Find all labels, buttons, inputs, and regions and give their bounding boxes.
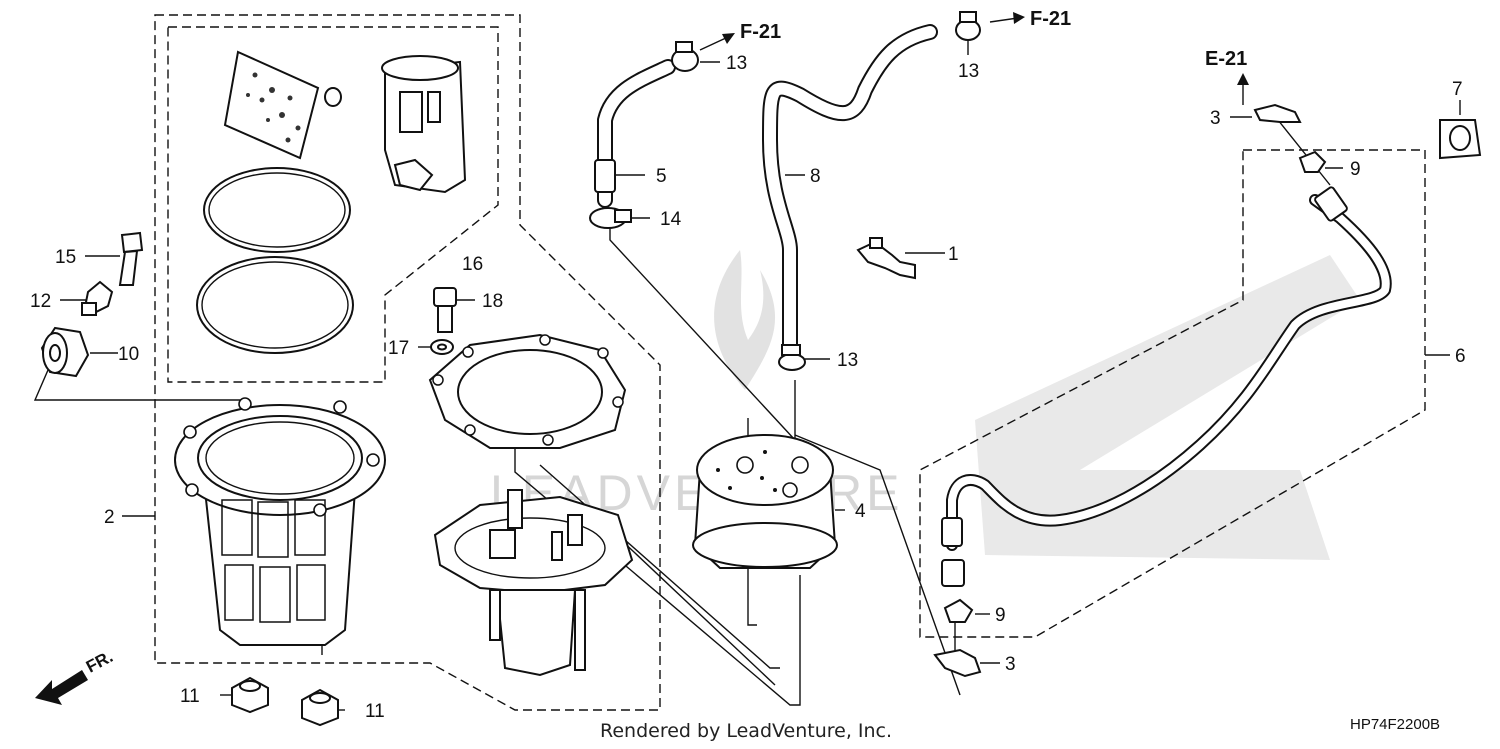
flame-logo-mark (714, 250, 776, 390)
part-7-grommet (1439, 119, 1482, 160)
part-13-clamp-top-right (955, 11, 981, 41)
part-15-bolt (118, 231, 144, 286)
callout-labels: 1 2 3 3 4 5 6 7 8 9 9 10 11 11 12 13 13 … (30, 53, 1466, 722)
part-8-hose (762, 24, 938, 353)
group-outline-main (154, 14, 661, 711)
group-outlines (154, 14, 1426, 711)
diagram-code: HP74F2200B (1350, 716, 1440, 733)
callout-11-right: 11 (365, 701, 385, 722)
part-18-bolt (433, 287, 457, 333)
group-outline-6 (919, 149, 1426, 638)
callout-13-top-left: 13 (726, 53, 747, 74)
part-12-collar (81, 280, 114, 316)
callout-2: 2 (104, 507, 115, 528)
ref-label-f21-left: F-21 (740, 21, 781, 43)
ref-arrow-f21-right (989, 12, 1025, 24)
dotted-brand-wing (975, 255, 1360, 560)
part-14-clamp (589, 207, 632, 229)
callout-12: 12 (30, 291, 51, 312)
ref-arrow-e21 (1237, 73, 1249, 105)
front-direction-arrow: FR. (35, 647, 116, 705)
callout-4: 4 (855, 501, 866, 522)
callout-13-lower: 13 (837, 350, 858, 371)
part-11-grommet-right (301, 688, 339, 727)
ref-label-f21-right: F-21 (1030, 8, 1071, 30)
part-4-canister (692, 434, 838, 569)
callout-5: 5 (656, 166, 667, 187)
callout-1: 1 (948, 244, 959, 265)
part-13-clamp-top-left (671, 41, 699, 72)
front-direction-label: FR. (83, 647, 116, 677)
filter-sheet (223, 50, 320, 160)
callout-11-left: 11 (180, 686, 200, 707)
part-6-fuel-pipe (941, 186, 1392, 587)
callout-7: 7 (1452, 79, 1463, 100)
callout-9-top: 9 (1350, 159, 1361, 180)
callout-18: 18 (482, 291, 503, 312)
callout-8: 8 (810, 166, 821, 187)
callout-17: 17 (388, 338, 409, 359)
part-2-pump-body (174, 397, 386, 655)
pump-gasket-plate (428, 333, 627, 449)
o-ring-small (324, 87, 342, 107)
part-9-clip-bottom (943, 598, 974, 623)
part-3-clip-top (1253, 103, 1302, 123)
callout-16: 16 (462, 254, 483, 275)
part-9-clip-top (1298, 150, 1327, 173)
reference-labels: F-21 F-21 E-21 (740, 8, 1247, 70)
part-1-clip (856, 237, 916, 280)
part-16-filter-kit (196, 50, 467, 354)
callout-9-bottom: 9 (995, 605, 1006, 626)
callout-3-top: 3 (1210, 108, 1221, 129)
callout-3-bottom: 3 (1005, 654, 1016, 675)
credit-text: Rendered by LeadVenture, Inc. (600, 720, 892, 742)
part-13-clamp-lower (778, 344, 806, 371)
callout-10: 10 (118, 344, 139, 365)
ref-arrow-f21-left (699, 33, 735, 51)
part-10-grommet (40, 326, 90, 378)
callout-15: 15 (55, 247, 76, 268)
pump-module (433, 489, 634, 677)
callout-6: 6 (1455, 346, 1466, 367)
callout-13-top-right: 13 (958, 61, 979, 82)
part-3-clip-bottom (933, 648, 982, 678)
o-ring-large-top (203, 167, 351, 253)
group-outline-16 (167, 26, 499, 383)
part-5-hose (594, 59, 676, 208)
part-11-grommet-left (231, 676, 269, 714)
callout-14: 14 (660, 209, 682, 230)
ref-label-e21: E-21 (1205, 48, 1247, 70)
o-ring-large-bottom (196, 256, 354, 354)
part-17-washer (430, 339, 454, 355)
